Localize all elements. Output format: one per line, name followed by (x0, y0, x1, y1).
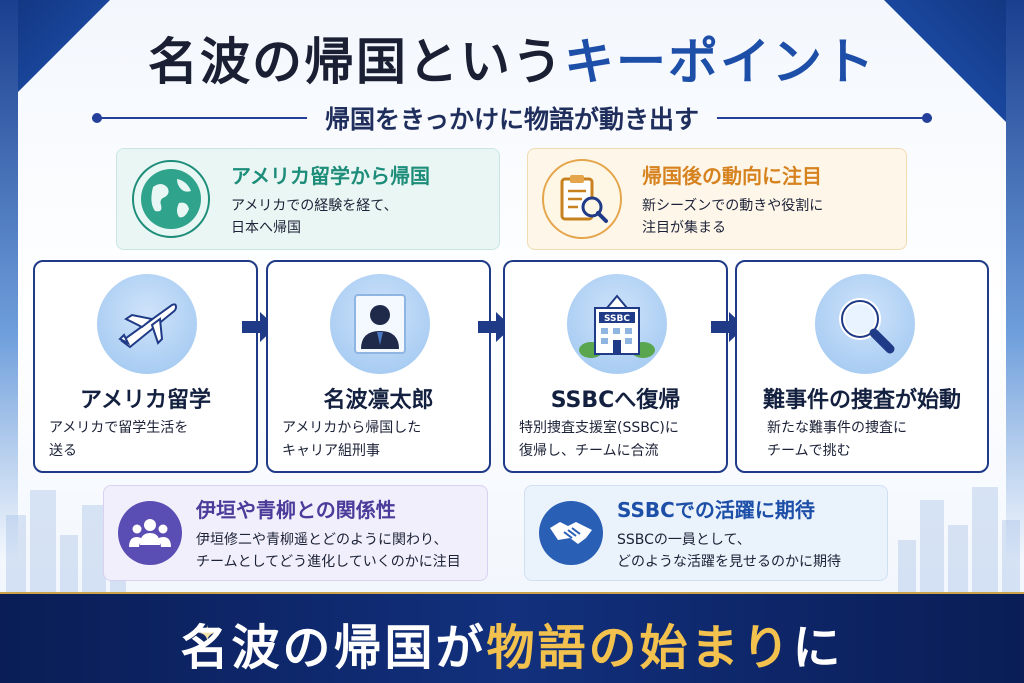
info-line-2: どのような活躍を見せるのかに期待 (617, 553, 841, 570)
info-card-relationships: 伊垣や青柳との関係性 伊垣修二や青柳遥とどのように関わり、 チームとしてどう進化… (103, 485, 488, 581)
step-description: 新たな難事件の捜査にチームで挑む (767, 417, 967, 463)
info-line-2: 日本へ帰国 (231, 219, 301, 236)
info-line-1: 新シーズンでの動きや役割に (642, 197, 824, 214)
sparkle-icon: ✦ (198, 622, 217, 647)
step-description: 特別捜査支援室(SSBC)に復帰し、チームに合流 (519, 417, 719, 463)
flow-step-nanami: 名波凛太郎 アメリカから帰国したキャリア組刑事 (266, 260, 491, 473)
magnifier-icon (815, 274, 915, 374)
step-line-2: チームで挑む (767, 443, 851, 459)
info-heading: 帰国後の動向に注目 (642, 163, 822, 188)
banner-part-4: に (792, 620, 844, 676)
info-heading: アメリカ留学から帰国 (231, 163, 430, 188)
step-line-2: 復帰し、チームに合流 (519, 443, 659, 459)
building-sign: SSBC (604, 314, 630, 324)
page-title: 名波の帰国というキーポイント (0, 22, 1024, 94)
globe-icon (131, 159, 211, 239)
step-description: アメリカから帰国したキャリア組刑事 (282, 417, 482, 463)
info-line-2: チームとしてどう進化していくのかに注目 (196, 553, 461, 570)
city-skyline-left (0, 485, 130, 595)
info-line-1: SSBCの一員として、 (617, 531, 751, 548)
edge-decoration-right (1006, 0, 1024, 560)
step-heading: SSBCへ復帰 (550, 388, 681, 413)
edge-decoration-left (0, 0, 18, 560)
subtitle: 帰国をきっかけに物語が動き出す (325, 105, 700, 134)
step-line-1: 特別捜査支援室(SSBC)に (519, 420, 679, 436)
subtitle-line-left (92, 113, 307, 123)
flow-step-ssbc-return: SSBC SSBCへ復帰 特別捜査支援室(SSBC)に復帰し、チームに合流 (503, 260, 728, 473)
airplane-icon (97, 274, 197, 374)
handshake-icon (539, 501, 603, 565)
info-card-return-from-america: アメリカ留学から帰国 アメリカでの経験を経て、 日本へ帰国 (116, 148, 500, 250)
info-card-ssbc-expectation: SSBCでの活躍に期待 SSBCの一員として、 どのような活躍を見せるのかに期待 (524, 485, 888, 581)
step-heading: 名波凛太郎 (323, 388, 434, 413)
clipboard-search-icon (542, 159, 622, 239)
step-line-2: キャリア組刑事 (282, 443, 380, 459)
city-skyline-right (894, 485, 1024, 595)
flow-step-study-abroad: アメリカ留学 アメリカで留学生活を送る (33, 260, 258, 473)
banner-highlight: 物語の始まり (486, 620, 793, 676)
info-card-post-return-trend: 帰国後の動向に注目 新シーズンでの動きや役割に 注目が集まる (527, 148, 907, 250)
step-heading: 難事件の捜査が始動 (762, 388, 961, 413)
bottom-banner: ✦ 名波の帰国が物語の始まりに (0, 592, 1024, 683)
banner-part-2: が (435, 620, 487, 676)
info-line-1: アメリカでの経験を経て、 (231, 197, 398, 214)
step-line-1: アメリカで留学生活を (49, 420, 189, 436)
banner-text: 名波の帰国が物語の始まりに (0, 608, 1024, 678)
subtitle-row: 帰国をきっかけに物語が動き出す (92, 100, 933, 136)
title-main: 名波の帰国という (148, 33, 564, 91)
title-accent: キーポイント (564, 33, 876, 91)
info-line-2: 注目が集まる (642, 219, 726, 236)
flow-step-investigation-start: 難事件の捜査が始動 新たな難事件の捜査にチームで挑む (735, 260, 989, 473)
info-line-1: 伊垣修二や青柳遥とどのように関わり、 (196, 531, 448, 548)
info-heading: SSBCでの活躍に期待 (617, 497, 815, 522)
info-heading: 伊垣や青柳との関係性 (196, 497, 396, 522)
building-icon: SSBC (567, 274, 667, 374)
person-icon (330, 274, 430, 374)
step-heading: アメリカ留学 (80, 388, 211, 413)
step-description: アメリカで留学生活を送る (49, 417, 249, 463)
step-line-1: アメリカから帰国した (282, 420, 422, 436)
step-line-1: 新たな難事件の捜査に (767, 420, 907, 436)
banner-part-1: 名波の帰国 (180, 620, 436, 676)
group-icon (118, 501, 182, 565)
subtitle-line-right (717, 113, 933, 123)
step-line-2: 送る (49, 443, 77, 459)
